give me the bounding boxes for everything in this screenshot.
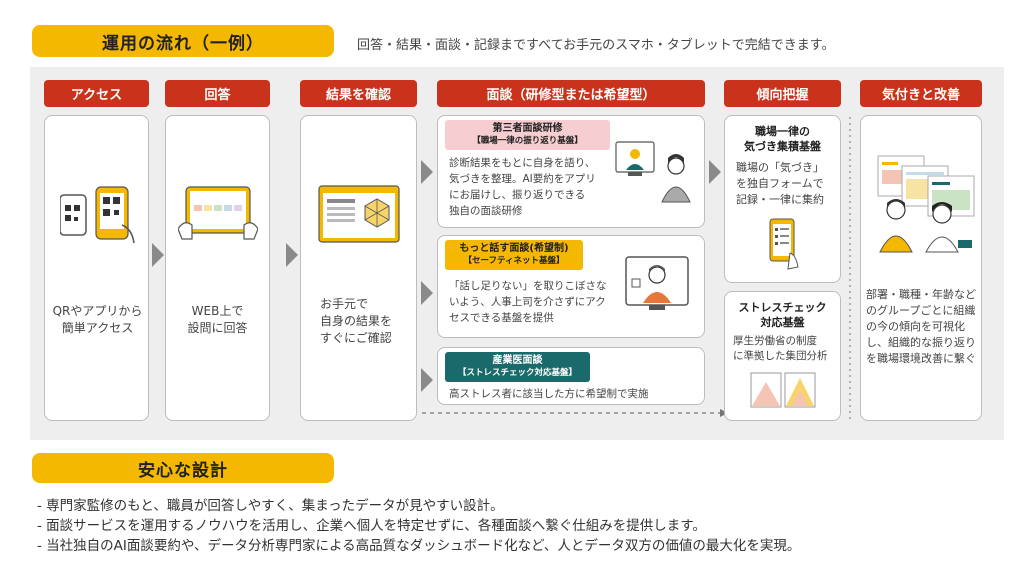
improve-text: 部署・職種・年齢など のグループごとに組織 の今の傾向を可視化 し、組織的な振り… bbox=[866, 288, 976, 365]
video-call-icon bbox=[625, 256, 689, 310]
trend-title-stresscheck: ストレスチェック 対応基盤 bbox=[738, 301, 827, 329]
interview-badge-third-party: 第三者面談研修 【職場一律の振り返り基盤】 bbox=[445, 120, 610, 150]
access-card bbox=[44, 115, 149, 421]
flow-subtitle: 回答・結果・面談・記録まですべてお手元のスマホ・タブレットで完結できます。 bbox=[357, 38, 835, 53]
result-card bbox=[300, 115, 417, 421]
trend-text-awareness: 職場の「気づき」 を独自フォームで 記録・一律に集約 bbox=[736, 161, 824, 206]
step-header-result: 結果を確認 bbox=[300, 80, 417, 107]
flow-title: 運用の流れ（一例） bbox=[32, 25, 334, 57]
trend-card-stresscheck bbox=[724, 291, 841, 421]
step-header-improve: 気付きと改善 bbox=[860, 80, 982, 107]
online-interview-icon bbox=[615, 141, 691, 203]
tablet-icon bbox=[178, 186, 258, 240]
qr-phone-icon bbox=[60, 186, 135, 244]
design-bullet: - 面談サービスを運用するノウハウを活用し、企業へ個人を特定せずに、各種面談へ繋… bbox=[37, 518, 706, 534]
answer-text: WEB上で 設問に回答 bbox=[187, 304, 248, 335]
team-dashboard-icon bbox=[877, 155, 975, 253]
design-title: 安心な設計 bbox=[32, 453, 334, 483]
interview-text-occupational: 高ストレス者に該当した方に希望制で実施 bbox=[449, 388, 649, 400]
dashed-flow-arrow bbox=[422, 409, 728, 417]
result-text: お手元で 自身の結果を すぐにご確認 bbox=[320, 297, 393, 345]
flow-arrow bbox=[421, 281, 433, 305]
flow-arrow bbox=[709, 160, 721, 184]
trend-title-awareness: 職場一律の 気づき集積基盤 bbox=[744, 125, 821, 153]
step-header-trend: 傾向把握 bbox=[724, 80, 841, 107]
interview-badge-voluntary: もっと話す面談(希望制) 【セーフティネット基盤】 bbox=[445, 240, 583, 270]
step-header-answer: 回答 bbox=[165, 80, 270, 107]
flow-arrow bbox=[286, 243, 298, 267]
interview-badge-occupational: 産業医面談 【ストレスチェック対応基盤】 bbox=[445, 352, 590, 382]
result-screen-icon bbox=[318, 185, 400, 243]
flow-arrow bbox=[421, 160, 433, 184]
design-bullet: - 専門家監修のもと、職員が回答しやすく、集まったデータが見やすい設計。 bbox=[37, 498, 504, 514]
interview-text-voluntary: 「話し足りない」を取りこぼさな いよう、人事上司を介さずにアク セスできる基盤を… bbox=[449, 280, 607, 324]
analysis-chart-icon bbox=[750, 372, 816, 408]
dotted-divider bbox=[849, 117, 851, 419]
flow-arrow bbox=[152, 243, 164, 267]
trend-text-stresscheck: 厚生労働省の制度 に準拠した集団分析 bbox=[733, 335, 828, 362]
answer-card bbox=[165, 115, 270, 421]
interview-text-third-party: 診断結果をもとに自身を語り、 気づきを整理。AI要約をアプリ にお届けし、振り返… bbox=[449, 157, 596, 217]
design-bullet: - 当社独自のAI面談要約や、データ分析専門家による高品質なダッシュボード化など… bbox=[37, 538, 801, 554]
phone-checklist-icon bbox=[769, 218, 799, 270]
access-text: QRやアプリから 簡単アクセス bbox=[52, 304, 143, 335]
step-header-interview: 面談（研修型または希望型） bbox=[437, 80, 705, 107]
flow-arrow bbox=[421, 368, 433, 392]
step-header-access: アクセス bbox=[44, 80, 149, 107]
